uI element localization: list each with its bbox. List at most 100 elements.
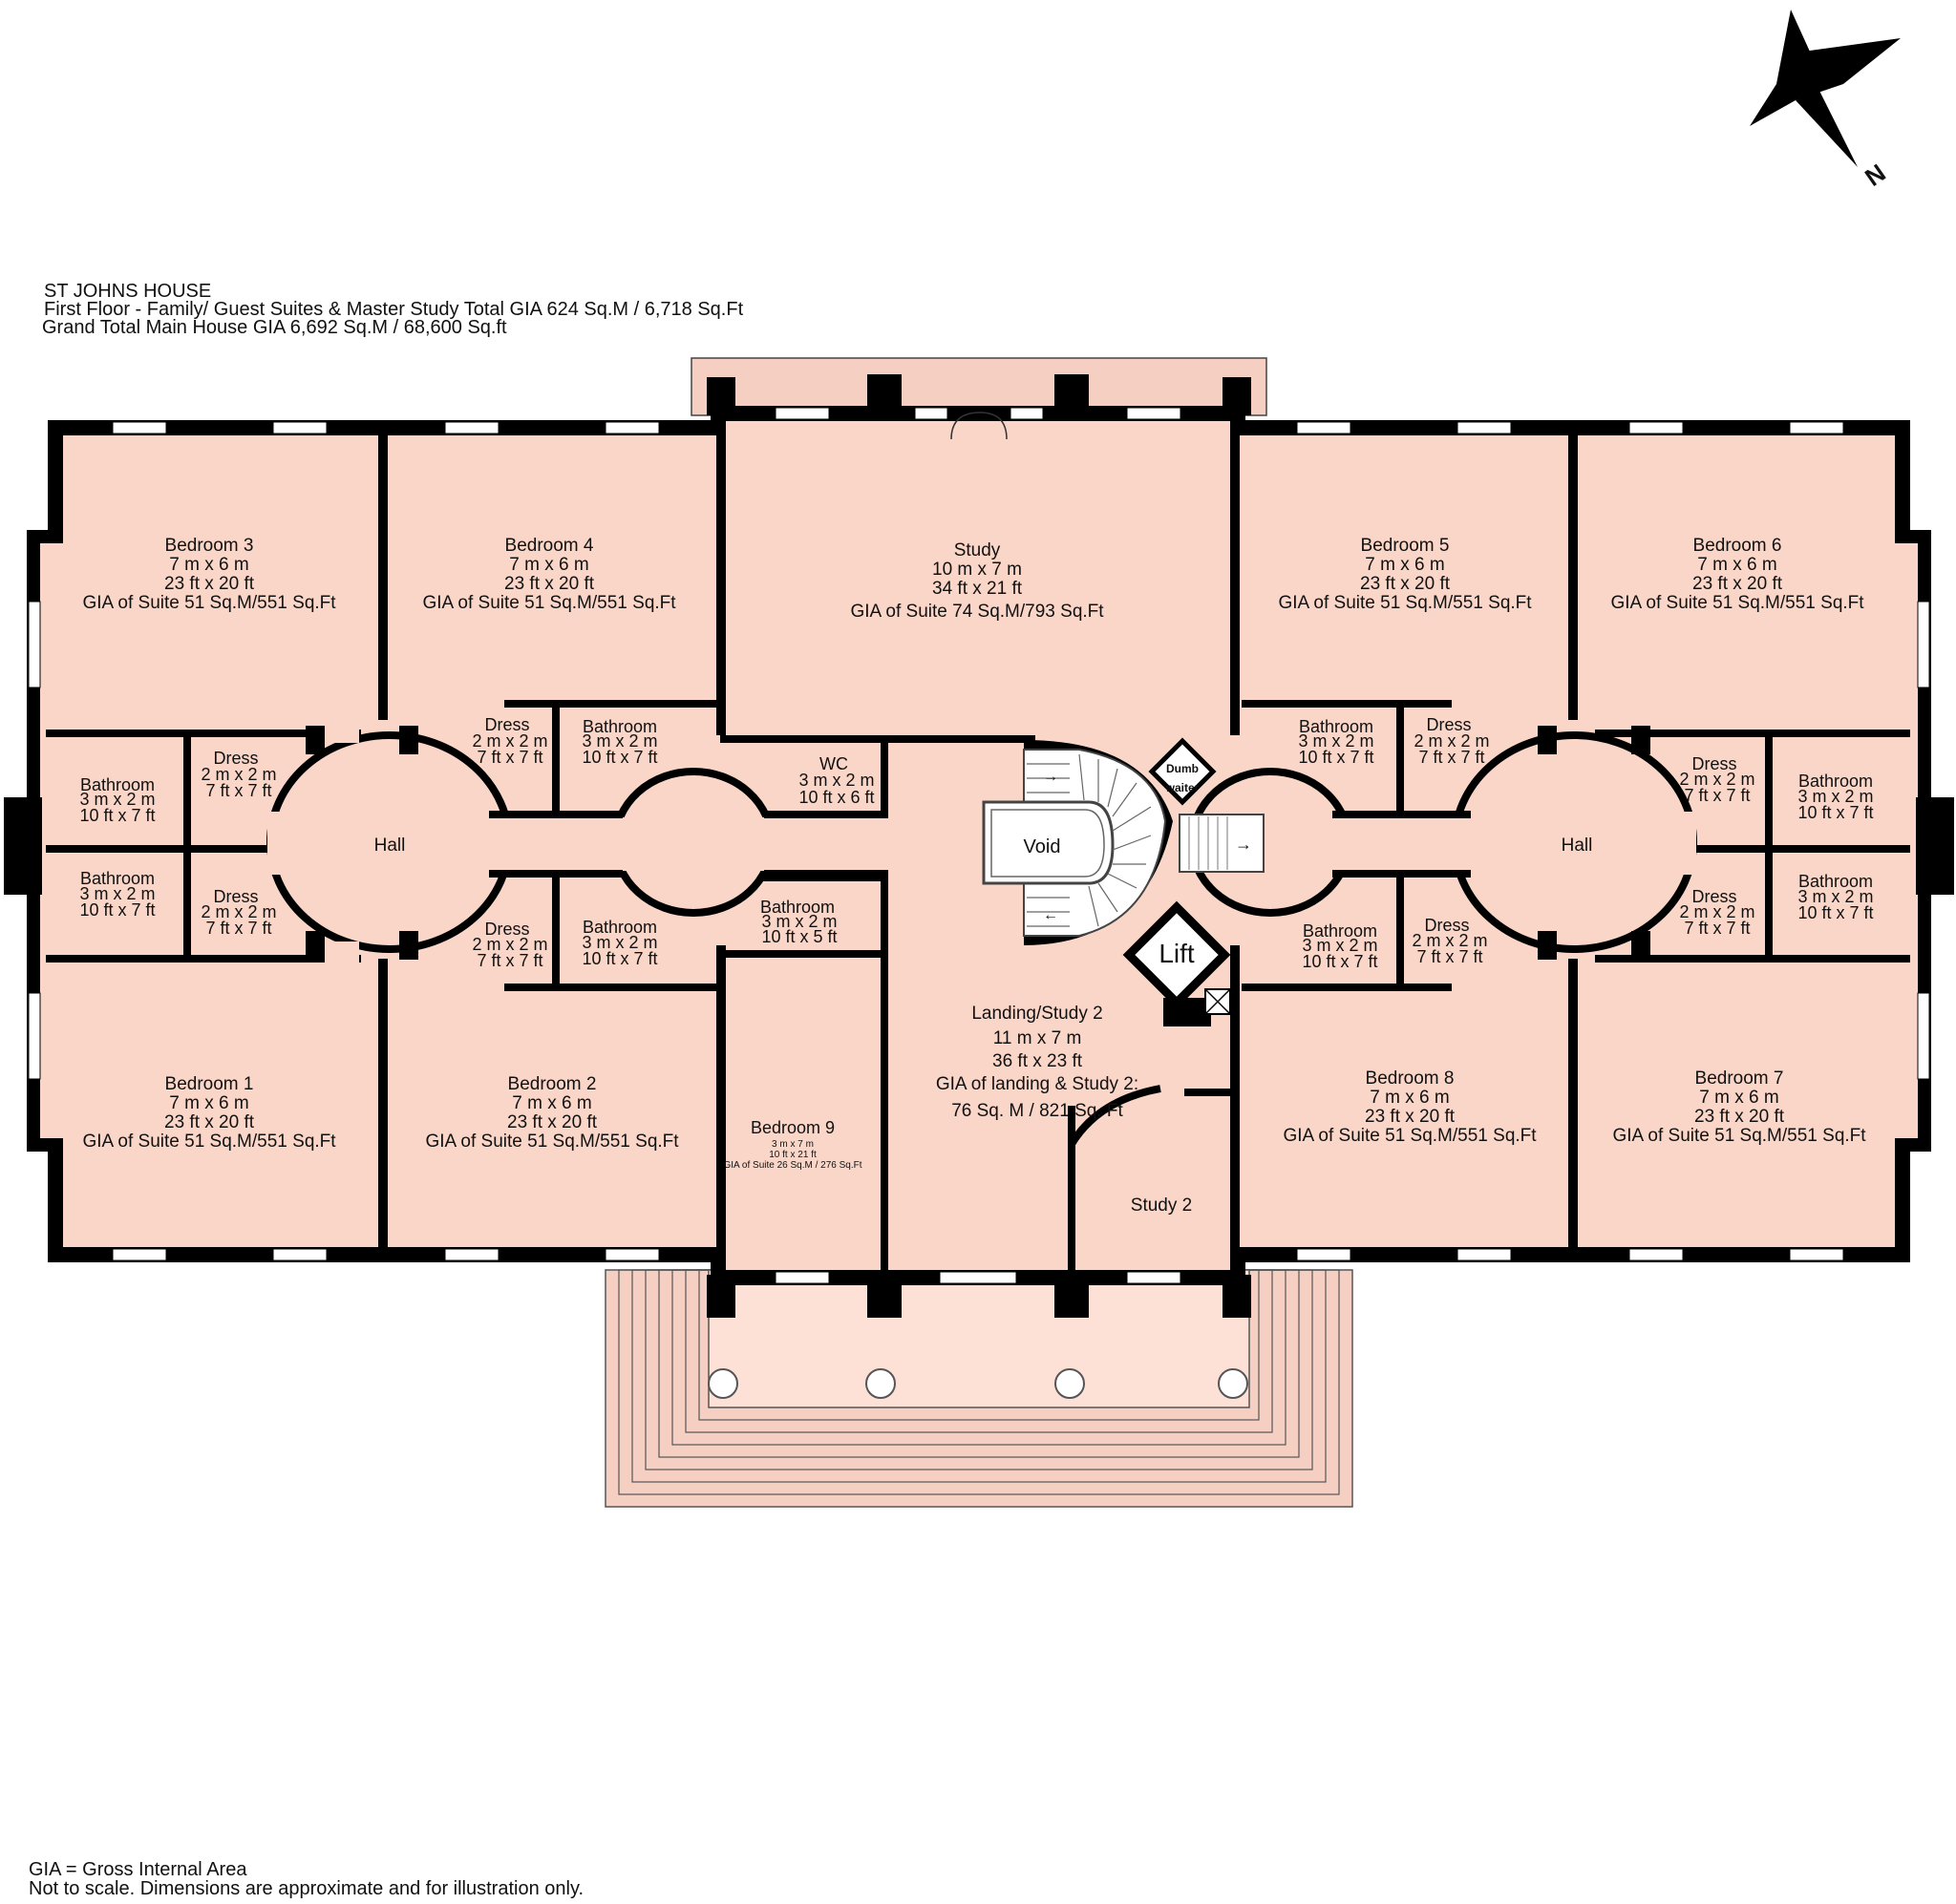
room-label-bedroom-3: Bedroom 3 7 m x 6 m 23 ft x 20 ft GIA of…: [82, 536, 336, 613]
svg-text:2 m x 2 m: 2 m x 2 m: [1679, 902, 1754, 921]
room-label-lift: Lift: [1159, 939, 1195, 968]
svg-text:10 ft x 7 ft: 10 ft x 7 ft: [1797, 903, 1873, 922]
svg-text:10 ft x 6 ft: 10 ft x 6 ft: [798, 788, 874, 807]
svg-text:10 ft x 7 ft: 10 ft x 7 ft: [1797, 803, 1873, 822]
svg-text:2 m x 2 m: 2 m x 2 m: [1412, 931, 1487, 950]
svg-text:10 m x 7 m: 10 m x 7 m: [932, 560, 1022, 580]
svg-text:Bedroom 7: Bedroom 7: [1695, 1068, 1784, 1089]
svg-text:23 ft x 20 ft: 23 ft x 20 ft: [1360, 574, 1451, 594]
svg-text:7 m x 6 m: 7 m x 6 m: [169, 555, 248, 575]
svg-text:Dumb: Dumb: [1166, 762, 1199, 775]
svg-text:10 ft x 5 ft: 10 ft x 5 ft: [761, 927, 837, 946]
room-label-bedroom-2: Bedroom 2 7 m x 6 m 23 ft x 20 ft GIA of…: [425, 1074, 679, 1152]
svg-text:7 ft x 7 ft: 7 ft x 7 ft: [205, 781, 271, 800]
svg-text:GIA of landing & Study 2:: GIA of landing & Study 2:: [936, 1074, 1138, 1094]
svg-text:3 m x 2 m: 3 m x 2 m: [582, 933, 657, 952]
svg-text:GIA of Suite 51 Sq.M/551 Sq.Ft: GIA of Suite 51 Sq.M/551 Sq.Ft: [1278, 593, 1532, 613]
svg-text:GIA of Suite 51 Sq.M/551 Sq.Ft: GIA of Suite 51 Sq.M/551 Sq.Ft: [82, 1132, 336, 1152]
svg-text:GIA of Suite 74 Sq.M/793 Sq.Ft: GIA of Suite 74 Sq.M/793 Sq.Ft: [850, 602, 1104, 622]
room-label-hall-right: Hall: [1562, 836, 1593, 856]
svg-text:Bedroom 1: Bedroom 1: [165, 1074, 254, 1094]
svg-text:34 ft x 21 ft: 34 ft x 21 ft: [932, 579, 1023, 599]
svg-text:3 m x 2 m: 3 m x 2 m: [761, 912, 837, 931]
room-label-bedroom-4: Bedroom 4 7 m x 6 m 23 ft x 20 ft GIA of…: [422, 536, 676, 613]
svg-text:10 ft x 7 ft: 10 ft x 7 ft: [79, 806, 155, 825]
svg-text:2 m x 2 m: 2 m x 2 m: [472, 731, 547, 751]
svg-text:3 m x 2 m: 3 m x 2 m: [798, 771, 874, 790]
room-label-wc: WC 3 m x 2 m 10 ft x 6 ft: [798, 754, 874, 807]
svg-text:2 m x 2 m: 2 m x 2 m: [1679, 770, 1754, 789]
svg-text:Dress: Dress: [213, 749, 258, 768]
svg-text:3 m x 2 m: 3 m x 2 m: [1298, 731, 1373, 751]
svg-text:10 ft x 7 ft: 10 ft x 7 ft: [582, 949, 657, 968]
stair-arrow-icon: →: [1043, 769, 1058, 785]
svg-text:7 m x 6 m: 7 m x 6 m: [509, 555, 588, 575]
room-label-bedroom-8: Bedroom 8 7 m x 6 m 23 ft x 20 ft GIA of…: [1283, 1068, 1537, 1146]
room-label-study-2: Study 2: [1131, 1195, 1192, 1216]
room-label-bedroom-7: Bedroom 7 7 m x 6 m 23 ft x 20 ft GIA of…: [1612, 1068, 1866, 1146]
svg-text:10 ft x 7 ft: 10 ft x 7 ft: [1302, 952, 1377, 971]
svg-text:7 ft x 7 ft: 7 ft x 7 ft: [1684, 786, 1750, 805]
svg-text:Bathroom: Bathroom: [1299, 717, 1373, 736]
svg-text:7 ft x 7 ft: 7 ft x 7 ft: [477, 951, 542, 970]
svg-text:23 ft x 20 ft: 23 ft x 20 ft: [164, 574, 255, 594]
svg-text:Landing/Study 2: Landing/Study 2: [971, 1004, 1102, 1024]
svg-text:GIA of Suite 51 Sq.M/551 Sq.Ft: GIA of Suite 51 Sq.M/551 Sq.Ft: [1610, 593, 1864, 613]
svg-text:10 ft x 21 ft: 10 ft x 21 ft: [769, 1150, 817, 1160]
svg-text:7 ft x 7 ft: 7 ft x 7 ft: [1416, 947, 1482, 966]
svg-text:GIA of Suite 51 Sq.M/551 Sq.Ft: GIA of Suite 51 Sq.M/551 Sq.Ft: [1612, 1126, 1866, 1146]
svg-text:Bedroom 4: Bedroom 4: [505, 536, 594, 556]
room-label-bedroom-5: Bedroom 5 7 m x 6 m 23 ft x 20 ft GIA of…: [1278, 536, 1532, 613]
svg-text:2 m x 2 m: 2 m x 2 m: [201, 902, 276, 921]
room-label-dumbwaiter: Dumb waiter: [1165, 762, 1200, 794]
svg-text:3 m x 2 m: 3 m x 2 m: [1797, 887, 1873, 906]
svg-text:3 m x 2 m: 3 m x 2 m: [79, 790, 155, 809]
svg-text:11 m x 7 m: 11 m x 7 m: [993, 1028, 1082, 1048]
svg-text:7 ft x 7 ft: 7 ft x 7 ft: [205, 919, 271, 938]
svg-text:23 ft x 20 ft: 23 ft x 20 ft: [507, 1112, 598, 1132]
svg-text:10 ft x 7 ft: 10 ft x 7 ft: [1298, 748, 1373, 767]
svg-text:7 m x 6 m: 7 m x 6 m: [1697, 555, 1776, 575]
room-labels: Bedroom 3 7 m x 6 m 23 ft x 20 ft GIA of…: [82, 536, 1866, 1216]
svg-text:Bedroom 9: Bedroom 9: [751, 1118, 835, 1137]
svg-text:10 ft x 7 ft: 10 ft x 7 ft: [582, 748, 657, 767]
svg-text:23 ft x 20 ft: 23 ft x 20 ft: [1365, 1107, 1456, 1127]
svg-text:Bedroom 8: Bedroom 8: [1366, 1068, 1455, 1089]
staircase: → → ←: [982, 740, 1265, 945]
windows: [28, 407, 1930, 1284]
svg-text:Bedroom 5: Bedroom 5: [1361, 536, 1450, 556]
house-total: Grand Total Main House GIA 6,692 Sq.M / …: [42, 317, 507, 338]
room-label-hall-left: Hall: [374, 836, 406, 856]
svg-text:Study: Study: [954, 540, 1001, 561]
svg-text:3 m x 7 m: 3 m x 7 m: [772, 1139, 814, 1150]
svg-text:GIA of Suite 51 Sq.M/551 Sq.Ft: GIA of Suite 51 Sq.M/551 Sq.Ft: [1283, 1126, 1537, 1146]
svg-text:Bathroom: Bathroom: [1303, 921, 1377, 941]
svg-text:2 m x 2 m: 2 m x 2 m: [1414, 731, 1489, 751]
svg-text:2 m x 2 m: 2 m x 2 m: [201, 765, 276, 784]
svg-text:Bathroom: Bathroom: [760, 898, 835, 917]
svg-text:7 ft x 7 ft: 7 ft x 7 ft: [477, 748, 542, 767]
portico-columns: [708, 1368, 1248, 1399]
corridor-rotunda-left: [478, 768, 888, 917]
svg-text:7 ft x 7 ft: 7 ft x 7 ft: [1684, 919, 1750, 938]
room-label-landing: Landing/Study 2 11 m x 7 m 36 ft x 23 ft…: [936, 1004, 1138, 1121]
stair-arrow-icon: ←: [1043, 907, 1058, 923]
room-label-study: Study 10 m x 7 m 34 ft x 21 ft GIA of Su…: [850, 540, 1104, 622]
gia-legend: GIA = Gross Internal Area: [29, 1859, 247, 1880]
svg-text:Dress: Dress: [484, 920, 529, 939]
study2-curved-wall: [1068, 1085, 1161, 1147]
floor-summary: First Floor - Family/ Guest Suites & Mas…: [44, 299, 744, 320]
